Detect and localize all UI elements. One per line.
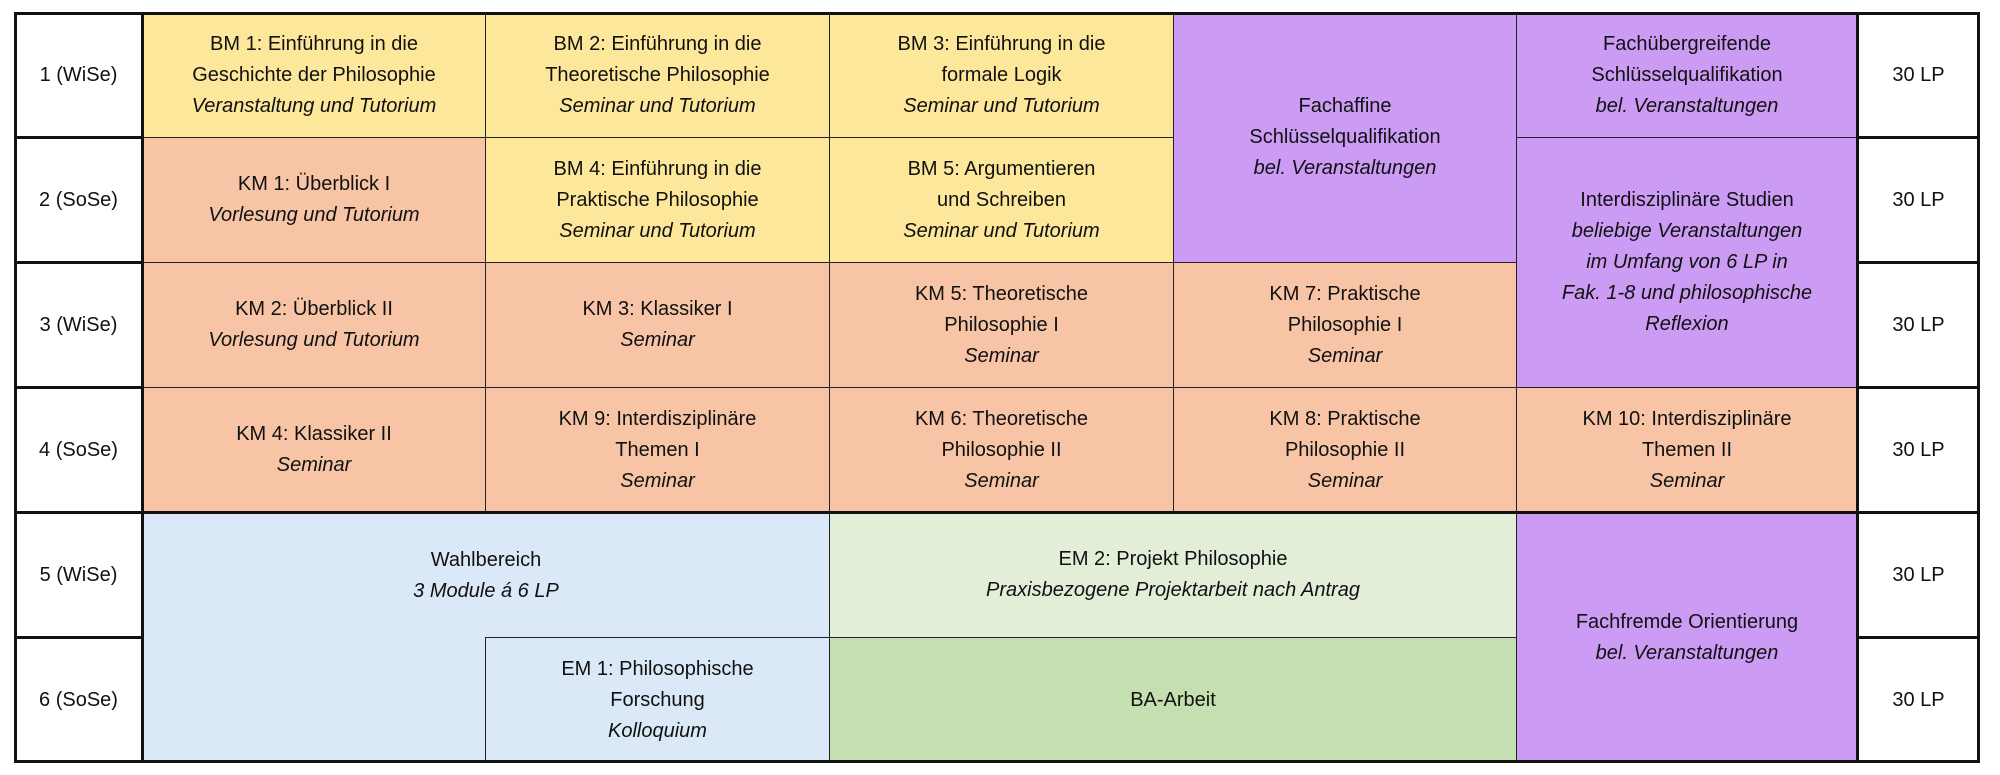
semester-label: 6 (SoSe) <box>14 637 143 763</box>
module-interdisziplinaere-studien: Interdisziplinäre Studien beliebige Vera… <box>1516 137 1858 388</box>
semester-label: 5 (WiSe) <box>14 512 143 638</box>
semester-label: 3 (WiSe) <box>14 262 143 388</box>
credit-points: 30 LP <box>1857 387 1980 513</box>
credit-points: 30 LP <box>1857 637 1980 763</box>
semester-label: 4 (SoSe) <box>14 387 143 513</box>
wahlbereich-extension <box>142 637 486 763</box>
semester-label: 1 (WiSe) <box>14 12 143 138</box>
credit-points: 30 LP <box>1857 137 1980 263</box>
credit-points: 30 LP <box>1857 12 1980 138</box>
credit-points: 30 LP <box>1857 512 1980 638</box>
module-ba-arbeit: BA-Arbeit <box>829 637 1517 763</box>
semester-label: 2 (SoSe) <box>14 137 143 263</box>
credit-points: 30 LP <box>1857 262 1980 388</box>
